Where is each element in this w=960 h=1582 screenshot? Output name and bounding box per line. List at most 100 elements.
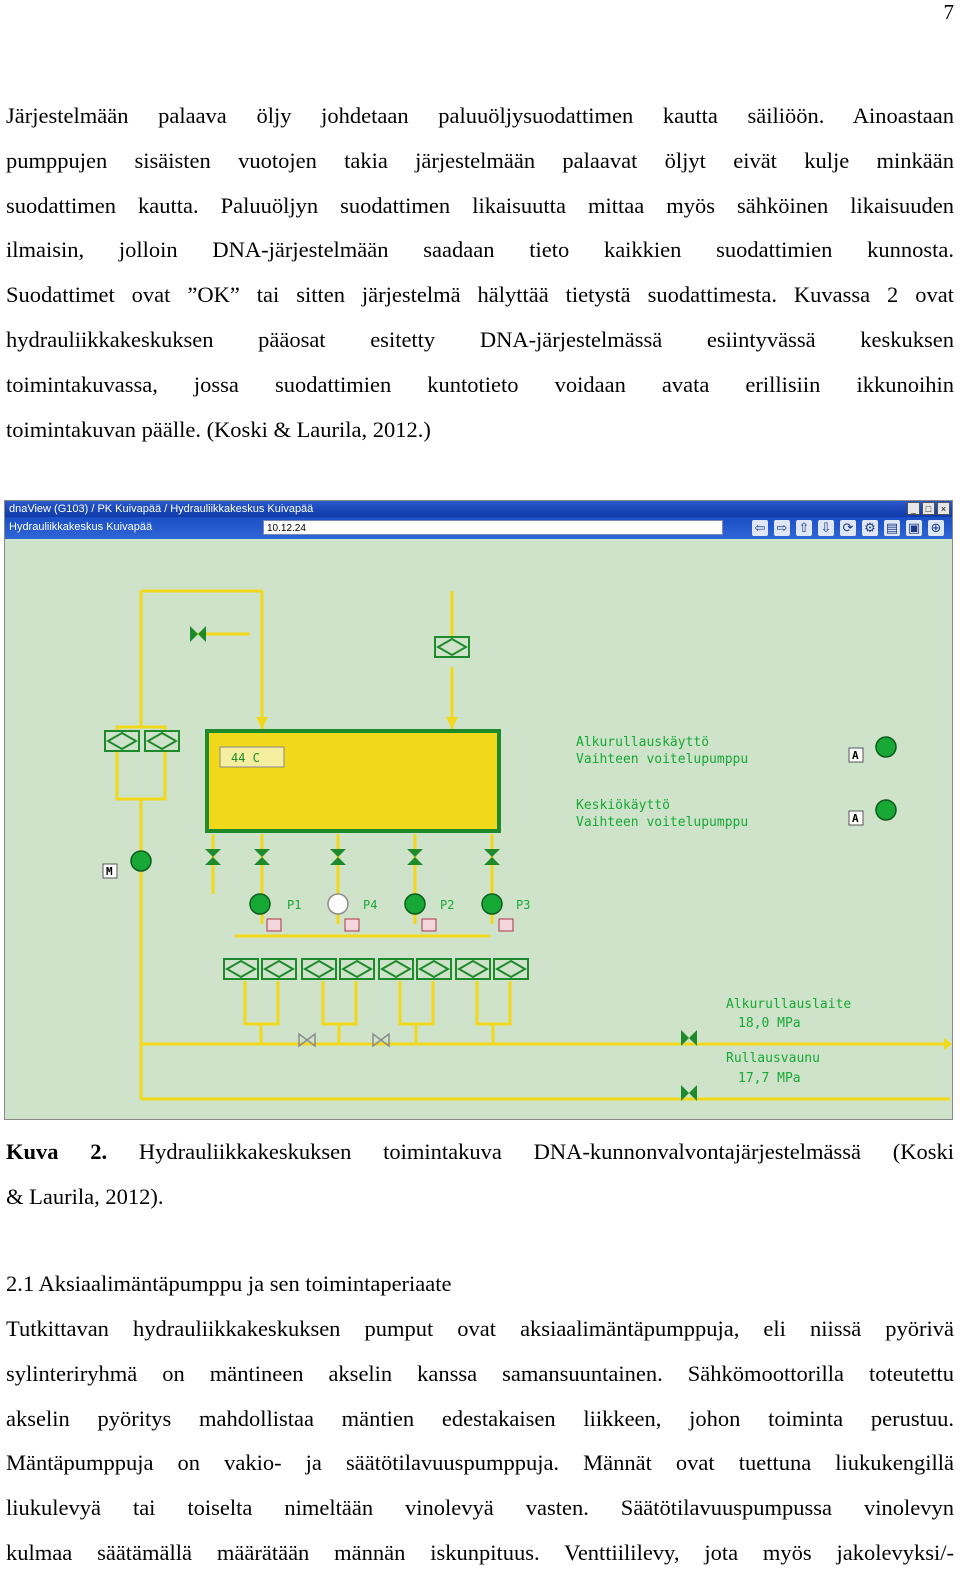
motor-label: M [106,865,113,878]
text-line: Järjestelmään palaava öljy johdetaan pal… [6,103,954,128]
pump-label: P1 [287,898,301,912]
caption-text: & Laurila, 2012). [6,1183,164,1209]
filter-symbol [301,958,337,980]
flow-arrows [256,717,952,1050]
pump-label: P4 [363,898,377,912]
drive1-subtitle: Vaihteen voitelupumppu [576,752,748,767]
settings-icon[interactable]: ⚙ [862,520,878,536]
valve-icon [372,1032,390,1048]
filter-symbol [223,958,259,980]
pump-p1-status-icon[interactable] [249,893,271,915]
meter2-value: 17,7 MPa [738,1071,801,1086]
pump-p3-status-icon[interactable] [481,893,503,915]
pipe-lines [115,589,950,1101]
filter-symbol [416,958,452,980]
up-arrow-icon[interactable]: ⇧ [796,520,812,536]
valve-icon [681,1030,697,1046]
closed-valve-symbols [298,1032,390,1048]
maximize-button[interactable]: □ [922,502,935,515]
text-line: suodattimen kautta. Paluuöljyn suodattim… [6,192,954,218]
text-line: Mäntäpumppuja on vakio- ja säätötilavuus… [6,1450,954,1476]
back-arrow-icon[interactable]: ⇦ [752,520,768,536]
meter2-label: Rullausvaunu [726,1051,820,1066]
pump-p4-status-icon[interactable] [327,893,349,915]
motor-mode-box[interactable] [102,863,118,879]
forward-arrow-icon[interactable]: ⇨ [774,520,790,536]
pump-label: P2 [440,898,454,912]
zoom-icon[interactable]: ⊕ [928,520,944,536]
text-line: Tutkittavan hydrauliikkakeskuksen pumput… [6,1316,954,1341]
filter-symbol [339,958,375,980]
drive2-subtitle: Vaihteen voitelupumppu [576,815,748,830]
print-icon[interactable]: ▤ [884,520,900,536]
drive1-title: Alkurullauskäyttö [576,735,709,750]
motor-status-icon[interactable] [130,850,152,872]
valve-symbols [190,626,697,1101]
text-line: hydrauliikkakeskuksen pääosat esitetty D… [6,326,954,352]
window-titlebar: dnaView (G103) / PK Kuivapää / Hydraulii… [5,501,952,517]
close-button[interactable]: × [937,502,950,515]
valve-icon [298,1032,316,1048]
caption-label: Kuva 2. [6,1139,108,1164]
drive2-status-icon[interactable] [875,799,897,821]
text-line: sylinteriryhmä on mäntineen akselin kans… [6,1360,954,1386]
pump-label: P3 [516,898,530,912]
valve-icon [254,849,270,865]
text-line: kulmaa säätämällä määrätään männän iskun… [6,1539,954,1565]
valve-icon [330,849,346,865]
valve-icon [484,849,500,865]
filter-symbol [434,636,470,658]
section-heading: 2.1 Aksiaalimäntäpumppu ja sen toimintap… [6,1271,452,1296]
date-field[interactable]: 10.12.24 [263,520,723,535]
filter-symbols [104,636,529,980]
filter-symbol [144,730,180,752]
filter-symbol [455,958,491,980]
filter-symbol [378,958,414,980]
window-title: dnaView (G103) / PK Kuivapää / Hydraulii… [9,503,314,515]
text-line: toimintakuvassa, jossa suodattimien kunt… [6,371,954,397]
paragraph-axial-pump: Tutkittavan hydrauliikkakeskuksen pumput… [6,1307,954,1576]
valve-icon [190,626,206,642]
valve-icon [407,849,423,865]
meter1-value: 18,0 MPa [738,1016,801,1031]
refresh-icon[interactable]: ⟳ [840,520,856,536]
drive1-status-icon[interactable] [875,736,897,758]
meter1-label: Alkurullauslaite [726,997,851,1012]
text-line: akselin pyöritys mahdollistaa mäntien ed… [6,1405,954,1431]
page-number: 7 [943,0,955,24]
view-toolbar: Hydrauliikkakeskus Kuivapää 10.12.24 ⇦ ⇨… [5,517,952,539]
alarm-icon [344,918,360,932]
drive2-mode-box[interactable] [848,810,864,826]
pumps: P1 P4 P2 P3 [249,893,530,915]
pump-p2-status-icon[interactable] [404,893,426,915]
drive2-title: Keskiökäyttö [576,798,670,813]
tank-temperature: 44 C [231,751,260,765]
down-arrow-icon[interactable]: ⇩ [818,520,834,536]
view-title: Hydrauliikkakeskus Kuivapää [9,521,153,533]
text-line: liukulevyä tai toiselta nimeltään vinole… [6,1495,954,1521]
dnaview-screenshot-figure: dnaView (G103) / PK Kuivapää / Hydraulii… [4,500,953,1120]
alarm-icon [266,918,282,932]
filter-symbol [104,730,140,752]
drive1-mode-box[interactable] [848,747,864,763]
hydraulic-diagram: 44 C [102,589,952,1101]
drive1-mode: A [852,749,859,762]
text-line: Suodattimet ovat ”OK” tai sitten järjest… [6,282,954,308]
paragraph-filters: Järjestelmään palaava öljy johdetaan pal… [6,94,954,452]
valve-icon [205,849,221,865]
valve-icon [681,1085,697,1101]
filter-symbol [261,958,297,980]
text-line: pumppujen sisäisten vuotojen takia järje… [6,147,954,173]
temperature-box [219,746,285,768]
window-icon[interactable]: ▣ [906,520,922,536]
figure-caption: Kuva 2. Hydrauliikkakeskuksen toimintaku… [6,1130,954,1220]
minimize-button[interactable]: _ [907,502,920,515]
drive2-mode: A [852,812,859,825]
text-line: toimintakuvan päälle. (Koski & Laurila, … [6,416,431,442]
alarm-icon [421,918,437,932]
oil-tank [205,729,501,833]
alarm-icon [498,918,514,932]
filter-symbol [493,958,529,980]
caption-text: Hydrauliikkakeskuksen toimintakuva DNA-k… [107,1139,954,1164]
text-line: ilmaisin, jolloin DNA-järjestelmään saad… [6,237,954,263]
